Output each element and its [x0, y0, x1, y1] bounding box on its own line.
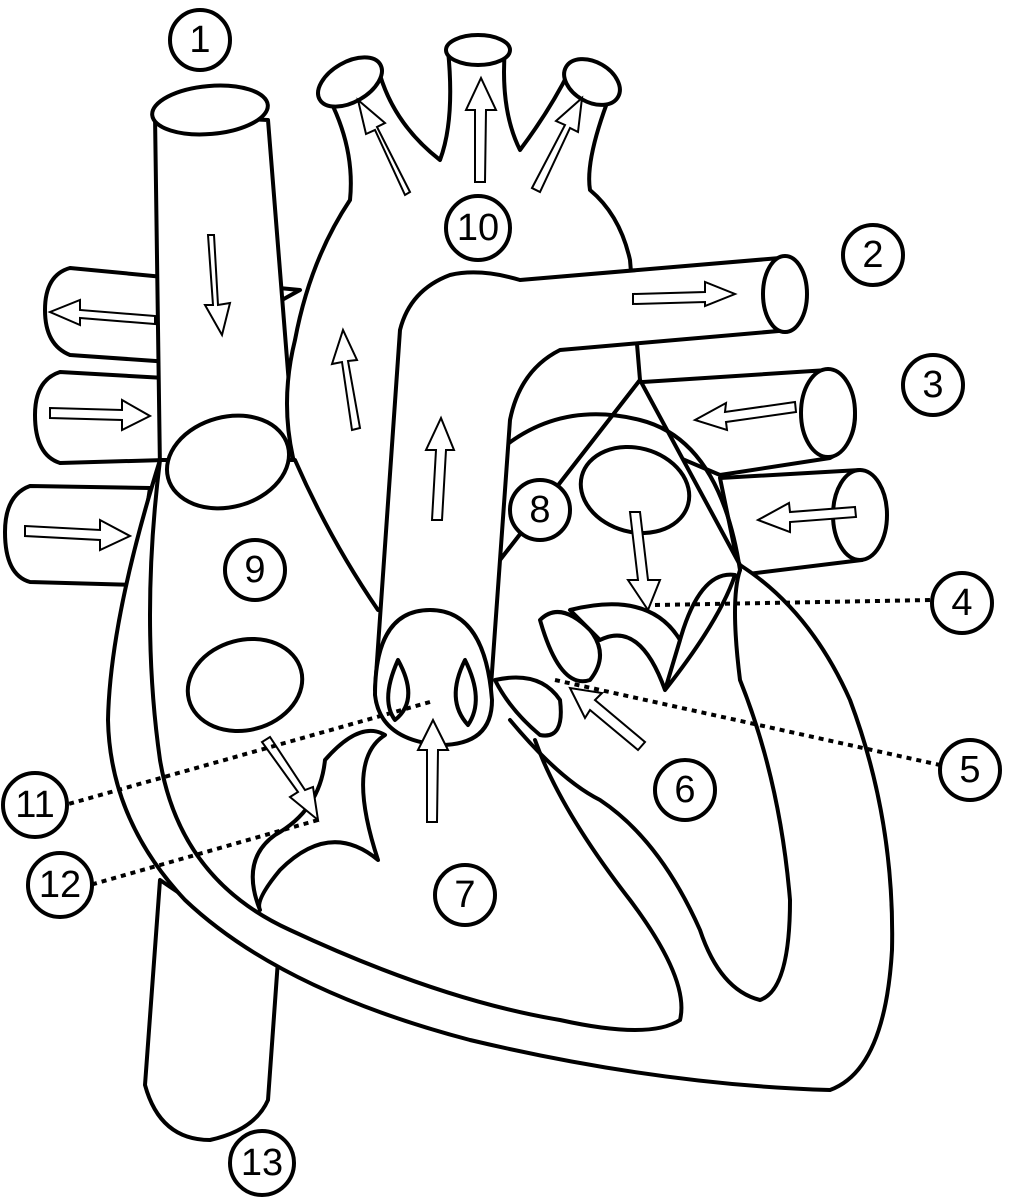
arrow-icon: [47, 298, 156, 327]
left-atrium-wall: [498, 412, 742, 572]
label-text: 6: [674, 769, 695, 811]
pulmonary-artery-opening: [761, 254, 809, 334]
arrow-icon: [632, 280, 738, 308]
arrow-icon: [49, 398, 153, 432]
pulmonary-valve-cusp-right: [453, 658, 478, 727]
arrow-icon: [203, 234, 232, 338]
label-text: 4: [951, 582, 972, 624]
arrow-icon: [416, 717, 450, 823]
arrow-icon: [568, 686, 647, 752]
pulmonary-valve-cusp-left: [386, 658, 411, 722]
label-text: 2: [862, 234, 883, 276]
label-text: 3: [922, 364, 943, 406]
aortic-valve: [538, 610, 602, 684]
label-1: 1: [168, 8, 232, 72]
right-atrium-opening-bottom: [185, 637, 305, 733]
mitral-valve: [568, 572, 737, 692]
label-text: 9: [244, 549, 265, 591]
label-10: 10: [444, 194, 512, 262]
inner-wall-right: [148, 458, 684, 1032]
arrow-icon: [330, 327, 362, 432]
superior-vena-cava-opening: [150, 83, 270, 137]
leader-line-11: [64, 700, 431, 807]
arrow-icon: [692, 400, 798, 432]
right-atrium-opening-top: [164, 413, 292, 511]
pulmonary-vein-right-1-opening: [799, 367, 857, 459]
label-text: 8: [529, 489, 550, 531]
label-text: 12: [39, 864, 81, 906]
arrow-icon: [530, 95, 584, 194]
label-7: 7: [433, 863, 497, 927]
heart-body: [106, 378, 895, 1092]
label-12: 12: [26, 851, 94, 919]
pulmonary-artery: [373, 256, 792, 702]
flow-arrows: [24, 75, 858, 823]
label-text: 13: [241, 1142, 283, 1184]
label-text: 10: [457, 207, 499, 249]
label-9: 9: [223, 538, 287, 602]
septum: [508, 568, 793, 1003]
arrow-icon: [464, 75, 498, 183]
aorta-branch-2-opening: [444, 33, 512, 67]
label-3: 3: [901, 353, 965, 417]
label-2: 2: [841, 223, 905, 287]
leader-line-4: [654, 598, 933, 607]
label-4: 4: [930, 571, 994, 635]
label-11: 11: [1, 771, 69, 839]
label-8: 8: [508, 478, 572, 542]
label-text: 7: [454, 874, 475, 916]
label-text: 5: [959, 749, 980, 791]
label-6: 6: [653, 758, 717, 822]
label-5: 5: [938, 738, 1002, 802]
arrow-icon: [424, 415, 456, 521]
label-13: 13: [228, 1129, 296, 1197]
arrow-icon: [755, 501, 858, 534]
aortic-valve-lower: [493, 675, 563, 738]
arrow-icon: [24, 518, 133, 552]
arrow-icon: [626, 511, 662, 613]
label-text: 11: [15, 784, 54, 826]
aorta-branch-1-opening: [316, 55, 384, 109]
arrow-icon: [356, 97, 412, 197]
label-text: 1: [189, 19, 210, 61]
left-atrium-opening: [578, 445, 692, 535]
